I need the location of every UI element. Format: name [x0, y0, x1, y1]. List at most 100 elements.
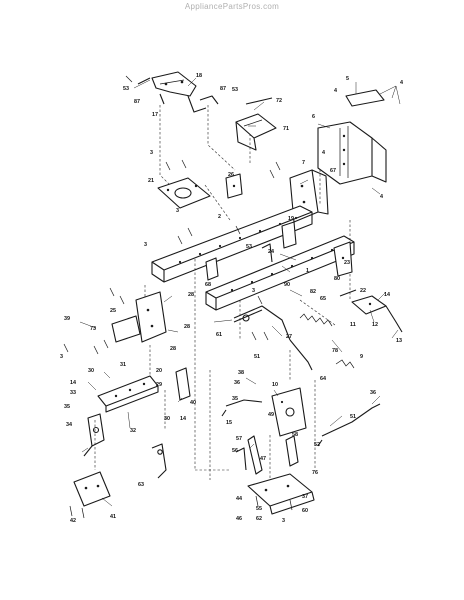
bracket-71 — [235, 97, 277, 151]
callout-40: 40 — [190, 400, 196, 406]
callout-57: 57 — [236, 436, 242, 442]
callout-14a: 14 — [384, 292, 390, 298]
callout-55: 55 — [256, 506, 262, 512]
callout-26: 26 — [228, 172, 234, 178]
linkage-11 — [339, 289, 403, 333]
callout-22: 22 — [360, 288, 366, 294]
callout-34: 34 — [66, 422, 72, 428]
watermark: AppliancePartsPros.com — [184, 2, 280, 11]
callout-3b: 3 — [176, 208, 179, 214]
callout-28c: 28 — [170, 346, 176, 352]
callout-76: 76 — [312, 470, 318, 476]
front-plate-25 — [111, 291, 167, 343]
callout-64: 64 — [320, 376, 326, 382]
frame-rail-1 — [205, 235, 355, 311]
callout-30b: 30 — [164, 416, 170, 422]
callout-13: 13 — [396, 338, 402, 344]
front-axle-33 — [97, 375, 159, 413]
lever-61 — [233, 305, 313, 371]
callout-14c: 14 — [180, 416, 186, 422]
shift-plate-49 — [271, 387, 307, 437]
callout-18: 18 — [196, 73, 202, 79]
callout-24: 24 — [268, 249, 274, 255]
callout-73: 73 — [90, 326, 96, 332]
rod-38 — [221, 399, 263, 417]
callout-23: 23 — [344, 260, 350, 266]
callout-3d: 3 — [252, 288, 255, 294]
callout-51a: 51 — [254, 354, 260, 360]
callout-82: 82 — [310, 289, 316, 295]
callout-53c: 53 — [246, 244, 252, 250]
callout-17: 17 — [152, 112, 158, 118]
callout-20: 20 — [156, 368, 162, 374]
callout-28a: 28 — [188, 292, 194, 298]
callout-87a: 87 — [134, 99, 140, 105]
seat-plate-21 — [157, 177, 211, 209]
rear-bracket-assembly — [137, 71, 219, 113]
callout-44: 44 — [236, 496, 242, 502]
rail-1-holes — [230, 248, 334, 292]
callout-62: 62 — [256, 516, 262, 522]
callout-5: 5 — [346, 76, 349, 82]
callout-38: 38 — [238, 370, 244, 376]
callout-52: 52 — [314, 442, 320, 448]
callout-58: 58 — [292, 432, 298, 438]
callout-33: 33 — [70, 390, 76, 396]
fasteners — [63, 75, 293, 519]
callout-9: 9 — [360, 354, 363, 360]
callout-87b: 87 — [220, 86, 226, 92]
callout-10: 10 — [272, 382, 278, 388]
callout-3e: 3 — [60, 354, 63, 360]
callout-90: 90 — [284, 282, 290, 288]
callout-30a: 30 — [88, 368, 94, 374]
bracket-23 — [333, 241, 353, 277]
callout-36: 36 — [234, 380, 240, 386]
callout-67: 67 — [330, 168, 336, 174]
callout-56: 56 — [232, 448, 238, 454]
bracket-40 — [175, 367, 191, 401]
callout-35b: 35 — [232, 396, 238, 402]
callout-53b: 53 — [232, 87, 238, 93]
callout-42: 42 — [70, 518, 76, 524]
callout-7: 7 — [302, 160, 305, 166]
callout-28b: 28 — [184, 324, 190, 330]
callout-4d: 4 — [380, 194, 383, 200]
callout-68: 68 — [205, 282, 211, 288]
callout-4a: 4 — [334, 88, 337, 94]
leader-lines — [79, 77, 401, 507]
callout-36b: 36 — [370, 390, 376, 396]
callout-32: 32 — [130, 428, 136, 434]
rail-2-holes — [178, 216, 298, 264]
callout-63: 63 — [138, 482, 144, 488]
callout-1: 1 — [306, 268, 309, 274]
callout-39: 39 — [64, 316, 70, 322]
callout-46: 46 — [236, 516, 242, 522]
callout-35a: 35 — [64, 404, 70, 410]
callout-numbers: 53 87 18 17 87 53 72 71 5 4 4 6 4 3 21 2… — [60, 73, 403, 524]
callout-71: 71 — [283, 126, 289, 132]
bracket-26 — [225, 173, 243, 199]
callout-80: 80 — [334, 276, 340, 282]
callout-78: 78 — [332, 348, 338, 354]
callout-11: 11 — [350, 322, 356, 328]
callout-37: 37 — [302, 494, 308, 500]
callout-25: 25 — [110, 308, 116, 314]
callout-21: 21 — [148, 178, 154, 184]
callout-15: 15 — [226, 420, 232, 426]
callout-49: 49 — [268, 412, 274, 418]
callout-41: 41 — [110, 514, 116, 520]
hinge-plate-6 — [317, 89, 387, 185]
callout-60: 60 — [302, 508, 308, 514]
callout-6: 6 — [312, 114, 315, 120]
callout-4c: 4 — [322, 150, 325, 156]
callout-29: 29 — [156, 382, 162, 388]
callout-61: 61 — [216, 332, 222, 338]
lever-lower-mid — [151, 443, 167, 479]
base-plate-46 — [247, 473, 315, 515]
callout-14b: 14 — [70, 380, 76, 386]
callout-4b: 4 — [400, 80, 403, 86]
callout-65: 65 — [320, 296, 326, 302]
callout-51b: 51 — [350, 414, 356, 420]
lever-58 — [285, 435, 299, 467]
